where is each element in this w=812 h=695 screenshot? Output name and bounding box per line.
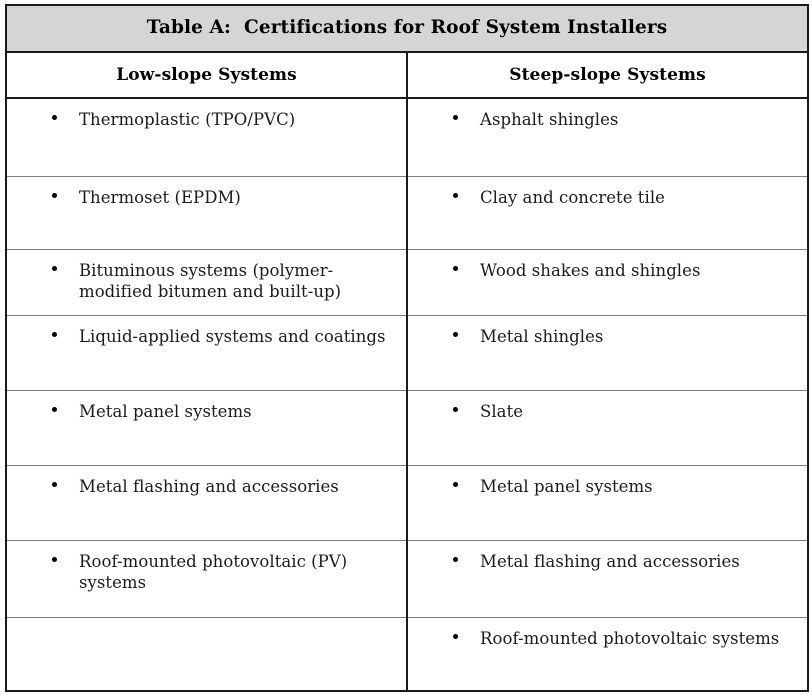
table-row: Metal panel systems Slate (6, 389, 808, 466)
list-item: Thermoplastic (TPO/PVC) (7, 99, 406, 176)
column-header-row: Low-slope Systems Steep-slope Systems (6, 52, 808, 99)
list-item-label: Metal panel systems (79, 401, 252, 421)
cell-steep-slope-8: Roof-mounted photovoltaic systems (407, 616, 808, 691)
list-item: Thermoset (EPDM) (7, 177, 406, 249)
bullet-icon (52, 331, 57, 337)
list-item-label: Metal flashing and accessories (79, 476, 339, 496)
list-item-label: Slate (480, 401, 524, 421)
table-row: Thermoset (EPDM) Clay and concrete tile (6, 176, 808, 250)
bullet-icon (52, 193, 57, 198)
table-row: Roof-mounted photovoltaic systems (6, 616, 808, 691)
cell-steep-slope-2: Clay and concrete tile (407, 176, 808, 250)
bullet-icon (52, 406, 57, 412)
column-header-low-slope: Low-slope Systems (116, 65, 297, 85)
table-row: Thermoplastic (TPO/PVC) Asphalt shingles (6, 97, 808, 177)
bullet-icon (52, 266, 57, 271)
bullet-icon (453, 633, 458, 639)
table-title-row: Table A: Certifications for Roof System … (6, 5, 808, 53)
cell-low-slope-5: Metal panel systems (6, 389, 408, 466)
cell-steep-slope-1: Asphalt shingles (407, 97, 808, 177)
column-header-cell-steep-slope: Steep-slope Systems (407, 52, 808, 99)
bullet-icon (52, 556, 57, 562)
column-header-steep-slope: Steep-slope Systems (509, 65, 706, 85)
list-item-label: Roof-mounted photovoltaic systems (480, 628, 780, 648)
cell-low-slope-3: Bituminous systems (polymer- modified bi… (6, 249, 408, 316)
certifications-table: Table A: Certifications for Roof System … (5, 4, 809, 692)
list-item: Bituminous systems (polymer- modified bi… (7, 250, 406, 315)
table-row: Roof-mounted photovoltaic (PV) systems M… (6, 539, 808, 618)
bullet-icon (453, 331, 458, 337)
list-item: Metal flashing and accessories (408, 541, 807, 617)
list-item-label: Wood shakes and shingles (480, 261, 701, 280)
list-item-label: Thermoset (EPDM) (79, 188, 241, 207)
table-title-cell: Table A: Certifications for Roof System … (6, 5, 808, 53)
list-item-label: Clay and concrete tile (480, 188, 665, 207)
list-item-label: Metal shingles (480, 326, 604, 346)
cell-low-slope-6: Metal flashing and accessories (6, 464, 408, 541)
list-item-label: Bituminous systems (polymer- modified bi… (79, 261, 342, 302)
bullet-icon (453, 266, 458, 271)
bullet-icon (52, 481, 57, 487)
list-item: Roof-mounted photovoltaic systems (408, 618, 807, 690)
table-row: Metal flashing and accessories Metal pan… (6, 464, 808, 541)
cell-low-slope-1: Thermoplastic (TPO/PVC) (6, 97, 408, 177)
column-header-cell-low-slope: Low-slope Systems (6, 52, 408, 99)
cell-low-slope-7: Roof-mounted photovoltaic (PV) systems (6, 539, 408, 618)
bullet-icon (453, 115, 458, 120)
empty-cell (7, 618, 406, 690)
list-item: Metal flashing and accessories (7, 466, 406, 540)
list-item: Metal shingles (408, 316, 807, 390)
list-item: Liquid-applied systems and coatings (7, 316, 406, 390)
table-row: Liquid-applied systems and coatings Meta… (6, 314, 808, 391)
list-item: Asphalt shingles (408, 99, 807, 176)
table-row: Bituminous systems (polymer- modified bi… (6, 249, 808, 316)
cell-steep-slope-6: Metal panel systems (407, 464, 808, 541)
list-item: Clay and concrete tile (408, 177, 807, 249)
list-item-label: Liquid-applied systems and coatings (79, 326, 386, 346)
list-item-label: Asphalt shingles (480, 110, 619, 129)
list-item: Metal panel systems (7, 391, 406, 465)
cell-steep-slope-5: Slate (407, 389, 808, 466)
cell-steep-slope-7: Metal flashing and accessories (407, 539, 808, 618)
list-item: Metal panel systems (408, 466, 807, 540)
list-item: Slate (408, 391, 807, 465)
cell-low-slope-4: Liquid-applied systems and coatings (6, 314, 408, 391)
bullet-icon (453, 193, 458, 198)
list-item-label: Roof-mounted photovoltaic (PV) systems (79, 551, 348, 593)
bullet-icon (52, 115, 57, 120)
page-title: Table A: Certifications for Roof System … (146, 17, 668, 39)
cell-low-slope-2: Thermoset (EPDM) (6, 176, 408, 250)
list-item: Wood shakes and shingles (408, 250, 807, 312)
list-item-label: Metal flashing and accessories (480, 551, 740, 571)
list-item-label: Metal panel systems (480, 476, 653, 496)
list-item-label: Thermoplastic (TPO/PVC) (79, 110, 296, 129)
cell-steep-slope-3: Wood shakes and shingles (407, 249, 808, 316)
list-item: Roof-mounted photovoltaic (PV) systems (7, 541, 406, 617)
bullet-icon (453, 481, 458, 487)
cell-steep-slope-4: Metal shingles (407, 314, 808, 391)
bullet-icon (453, 406, 458, 412)
cell-low-slope-8-empty (6, 616, 408, 691)
bullet-icon (453, 556, 458, 562)
